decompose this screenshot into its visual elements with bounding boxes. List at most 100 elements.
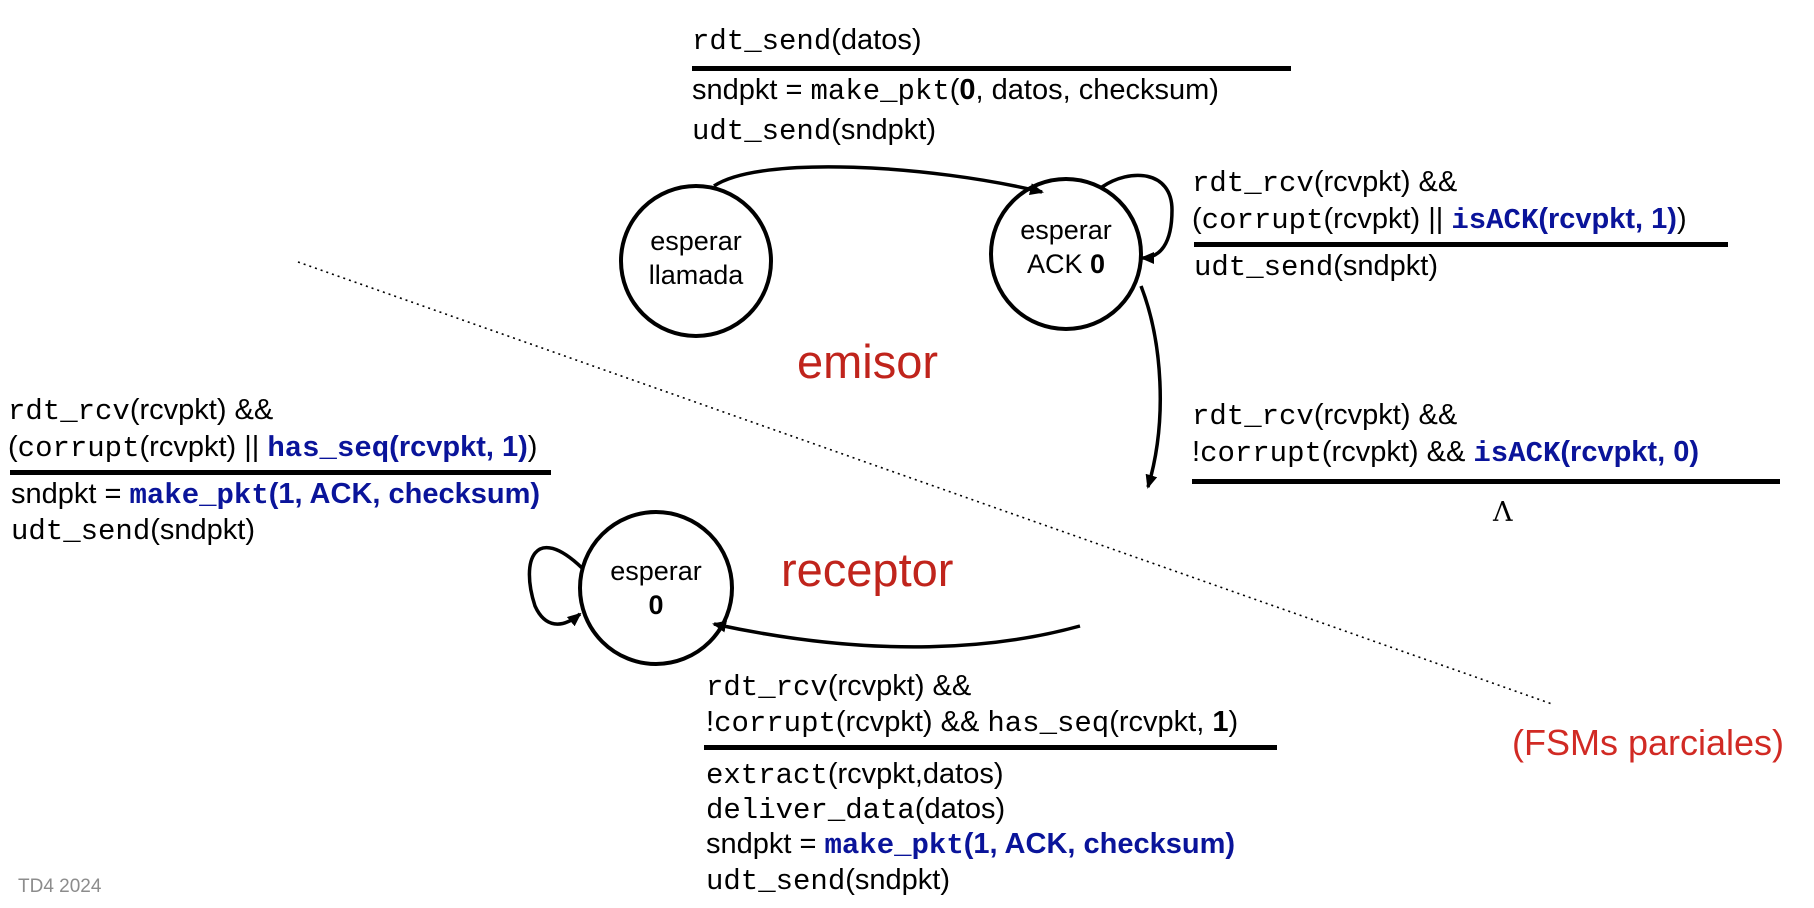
fn-arg: (rcvpkt, (1109, 706, 1213, 738)
transition-rule (704, 745, 1277, 750)
fn-arg: (datos) (831, 24, 922, 56)
keyword-fn: make_pkt (824, 829, 964, 862)
fn-arg: (sndpkt) (845, 864, 950, 896)
event-line: !corrupt(rcvpkt) && has_seq(rcvpkt, 1) (706, 706, 1239, 740)
fn-arg: (rcvpkt) || (1323, 203, 1452, 235)
keyword-arg: (rcvpkt, 0) (1560, 436, 1699, 468)
transition-rule (1194, 242, 1728, 247)
state-line: esperar (610, 556, 702, 586)
action-line: sndpkt = make_pkt(0, datos, checksum) (692, 74, 1219, 108)
fn-arg: (rcvpkt) || (139, 431, 268, 463)
paren: ( (1192, 203, 1202, 235)
self-loop-receiver-arrow (527, 545, 584, 627)
transition-receiver-arrow (712, 620, 1081, 649)
transition-down-arrow (1139, 285, 1162, 489)
event-line: rdt_rcv(rcvpkt) && (8, 394, 274, 428)
keyword-arg: (rcvpkt, 1) (389, 431, 528, 463)
action-line: deliver_data(datos) (706, 793, 1006, 827)
self-loop-ack0-arrow (1101, 173, 1174, 264)
keyword-arg: (rcvpkt, 1) (1538, 203, 1677, 235)
keyword-fn: isACK (1473, 437, 1561, 470)
keyword-fn: make_pkt (129, 479, 269, 512)
fn-arg: (sndpkt) (150, 514, 255, 546)
receiver-role-title: receptor (781, 543, 954, 596)
fn-name: make_pkt (810, 75, 950, 108)
fn-name: has_seq (987, 707, 1110, 740)
state-line: llamada (648, 260, 744, 290)
action-line: udt_send(sndpkt) (706, 864, 950, 898)
fn-open: ( (949, 74, 960, 106)
fn-name: udt_send (692, 115, 832, 148)
keyword-arg: (1, ACK, checksum) (268, 478, 541, 510)
fn-arg: (rcvpkt) && (129, 394, 274, 426)
action-line: sndpkt = make_pkt(1, ACK, checksum) (11, 478, 541, 512)
fn-arg: (rcvpkt,datos) (827, 758, 1004, 790)
event-line: (corrupt(rcvpkt) || isACK(rcvpkt, 1)) (1192, 203, 1687, 237)
action-line: udt_send(sndpkt) (11, 514, 255, 548)
paren: ) (1676, 203, 1687, 235)
event-line: !corrupt(rcvpkt) && isACK(rcvpkt, 0) (1192, 436, 1699, 470)
state-label-esperar-ack0: esperar ACK 0 (1020, 213, 1112, 281)
fn-arg: (rcvpkt) && (1313, 399, 1458, 431)
fn-name: corrupt (1201, 204, 1324, 237)
state-line: esperar (1020, 215, 1112, 245)
action-line: extract(rcvpkt,datos) (706, 758, 1004, 792)
keyword-fn: isACK (1451, 204, 1539, 237)
state-seq: 0 (648, 590, 664, 620)
lambda-action: Λ (1493, 497, 1513, 528)
state-seq: 0 (1089, 249, 1106, 279)
fn-arg: , datos, checksum) (975, 74, 1219, 106)
fn-arg: (sndpkt) (1333, 250, 1438, 282)
fn-name: corrupt (17, 432, 140, 465)
action-line: udt_send(sndpkt) (1194, 250, 1438, 284)
state-esperar-llamada (619, 184, 773, 338)
fn-arg: (rcvpkt) && (835, 706, 988, 738)
fn-name: udt_send (11, 515, 151, 548)
state-line: ACK 0 (1020, 247, 1112, 281)
fn-name: udt_send (706, 865, 846, 898)
event-line: rdt_rcv(rcvpkt) && (706, 670, 972, 704)
fn-arg: (rcvpkt) && (827, 670, 972, 702)
lhs: sndpkt = (11, 478, 130, 510)
lhs: sndpkt = (706, 828, 825, 860)
fn-arg: (sndpkt) (831, 114, 936, 146)
fn-name: udt_send (1194, 251, 1334, 284)
transition-send-arrow (713, 165, 1044, 196)
state-text: ACK (1026, 249, 1090, 279)
transition-rule (1192, 479, 1780, 484)
fn-name: rdt_rcv (1192, 400, 1314, 433)
state-label-esperar-0: esperar 0 (610, 554, 702, 622)
paren: ( (8, 431, 18, 463)
fn-arg: (rcvpkt) && (1313, 166, 1458, 198)
fn-name: corrupt (1200, 437, 1322, 470)
seq-number: 0 (959, 74, 976, 106)
state-esperar-0 (578, 510, 734, 666)
negation: ! (706, 706, 715, 738)
lhs: sndpkt = (692, 74, 811, 106)
event-line: (corrupt(rcvpkt) || has_seq(rcvpkt, 1)) (8, 431, 538, 465)
negation: ! (1192, 436, 1201, 468)
keyword-arg: (1, ACK, checksum) (963, 828, 1236, 860)
action-line: udt_send(sndpkt) (692, 114, 936, 148)
fn-name: deliver_data (706, 794, 915, 827)
fn-name: rdt_send (692, 25, 832, 58)
state-label-esperar-llamada: esperar llamada (649, 224, 744, 292)
seq-number: 1 (1212, 706, 1229, 738)
keyword-fn: has_seq (267, 432, 390, 465)
event-line: rdt_rcv(rcvpkt) && (1192, 166, 1458, 200)
event-line: rdt_rcv(rcvpkt) && (1192, 399, 1458, 433)
fn-name: rdt_rcv (1192, 167, 1314, 200)
state-line: esperar (650, 226, 742, 256)
fn-name: rdt_rcv (706, 671, 828, 704)
transition-rule (692, 66, 1291, 71)
paren: ) (527, 431, 538, 463)
paren: ) (1228, 706, 1239, 738)
fn-arg: (datos) (914, 793, 1006, 825)
partial-fsm-note: (FSMs parciales) (1512, 722, 1785, 763)
footer-label: TD4 2024 (18, 876, 102, 897)
action-line: sndpkt = make_pkt(1, ACK, checksum) (706, 828, 1236, 862)
fn-name: extract (706, 759, 828, 792)
fn-name: rdt_rcv (8, 395, 130, 428)
event-line: rdt_send(datos) (692, 24, 922, 58)
